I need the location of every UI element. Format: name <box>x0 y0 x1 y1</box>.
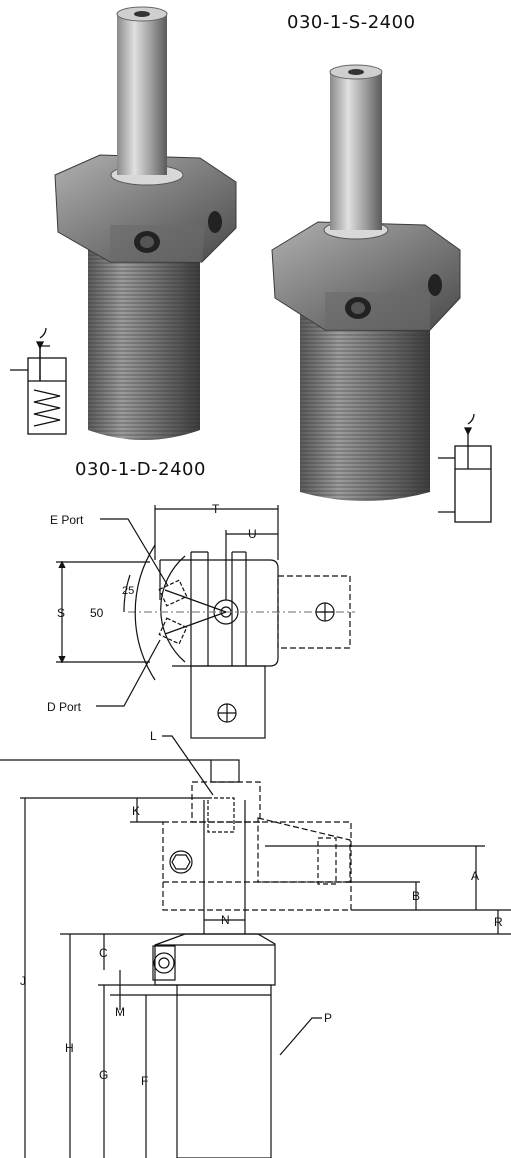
dim-l-label: L <box>150 729 157 743</box>
hydraulic-symbol-single-acting <box>10 327 67 435</box>
dim-u-label: U <box>248 527 257 541</box>
model-label-single: 030-1-S-2400 <box>287 12 416 33</box>
top-view-drawing <box>56 505 355 739</box>
dim-p-label: P <box>324 1011 332 1025</box>
dim-c-label: C <box>99 946 108 960</box>
d-port-label: D Port <box>47 700 82 714</box>
dim-a-label: A <box>471 869 479 883</box>
dim-b-label: B <box>412 889 420 903</box>
angle-50-label: 50 <box>90 606 104 620</box>
dim-r-label: R <box>494 915 503 929</box>
dim-k-label: K <box>132 804 140 818</box>
clamp-photo-double <box>54 6 237 440</box>
clamp-photo-single <box>271 64 461 501</box>
model-label-double: 030-1-D-2400 <box>75 459 206 480</box>
dim-s-label: S <box>57 606 65 620</box>
dim-f-label: F <box>141 1074 148 1088</box>
dim-h-label: H <box>65 1041 74 1055</box>
side-view-drawing <box>0 735 511 1158</box>
dim-j-label: J <box>20 974 26 988</box>
dim-m-label: M <box>115 1005 125 1019</box>
hydraulic-symbol-double-acting <box>438 413 492 523</box>
angle-25-label: 25 <box>122 585 134 597</box>
dim-n-label: N <box>221 913 230 927</box>
dim-t-label: T <box>212 502 220 516</box>
dim-g-label: G <box>99 1068 108 1082</box>
e-port-label: E Port <box>50 513 84 527</box>
